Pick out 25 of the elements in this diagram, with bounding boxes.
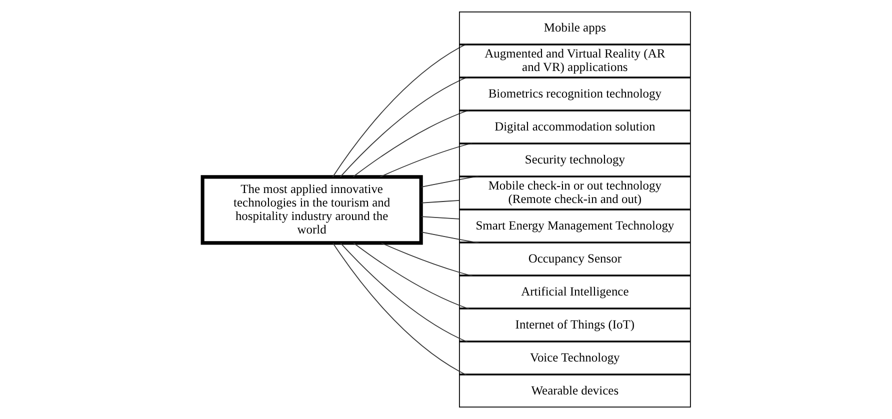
node-box: Security technology [458,144,690,176]
node-box: Occupancy Sensor [458,242,690,276]
node-box: Mobile check-in or out technology (Remote check-in and out) [458,176,690,210]
connector [420,216,459,220]
connector [352,242,470,310]
node-box: Artificial Intelligence [458,276,690,308]
node-box: Wearable devices [458,374,690,408]
connector [352,110,470,178]
node-box: Smart Energy Management Technology [458,210,690,242]
node-box: Digital accommodation solution [458,110,690,144]
connector [420,200,459,204]
node-box: Augmented and Virtual Reality (AR and VR) applications [458,44,690,78]
node-box: The most applied innovative technologies in the tourism and hospitality industry around the world [200,175,422,245]
node-box: Biometrics recognition technology [458,78,690,110]
connector [340,242,468,342]
node-box: Mobile apps [458,12,690,44]
connector [332,242,466,376]
node-box: Voice Technology [458,342,690,374]
node-box: Internet of Things (IoT) [458,308,690,342]
connector [420,232,479,244]
connector [380,242,472,276]
connector [339,76,468,178]
connector [332,44,466,178]
connector [420,176,479,188]
connector [379,142,472,178]
